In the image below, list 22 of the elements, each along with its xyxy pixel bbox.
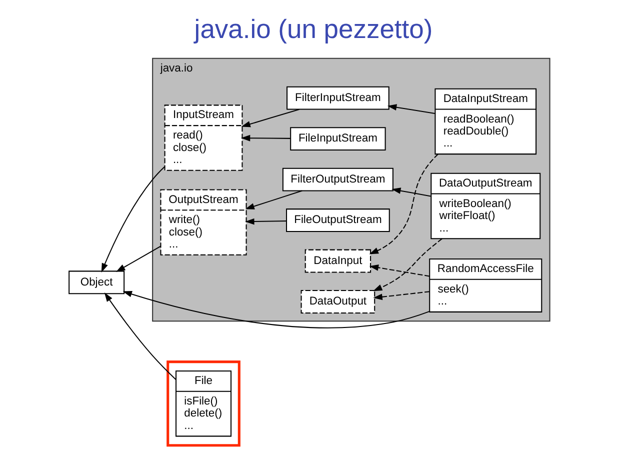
arrow <box>387 104 435 114</box>
node-box: DataInput <box>304 249 372 273</box>
arrow <box>101 166 166 272</box>
arrow <box>392 188 431 197</box>
arrow <box>245 190 302 210</box>
arrow <box>240 134 290 142</box>
arrow <box>372 238 442 292</box>
node-box: FilterOutputStream <box>282 168 394 192</box>
arrow <box>116 246 161 272</box>
arrow <box>373 291 430 300</box>
arrow <box>245 218 286 225</box>
arrow <box>369 154 438 254</box>
node-box: FileOutputStream <box>286 208 390 232</box>
node-box: FilterInputStream <box>286 86 390 110</box>
diagram-title: java.io (un pezzetto) <box>194 14 433 44</box>
node-box: DataOutput <box>300 290 376 314</box>
arrow <box>241 108 300 128</box>
arrow <box>369 264 430 277</box>
node-box: FileInputStream <box>290 127 386 150</box>
node-box: Object <box>68 270 125 294</box>
arrow <box>104 292 176 380</box>
cluster <box>166 360 240 447</box>
